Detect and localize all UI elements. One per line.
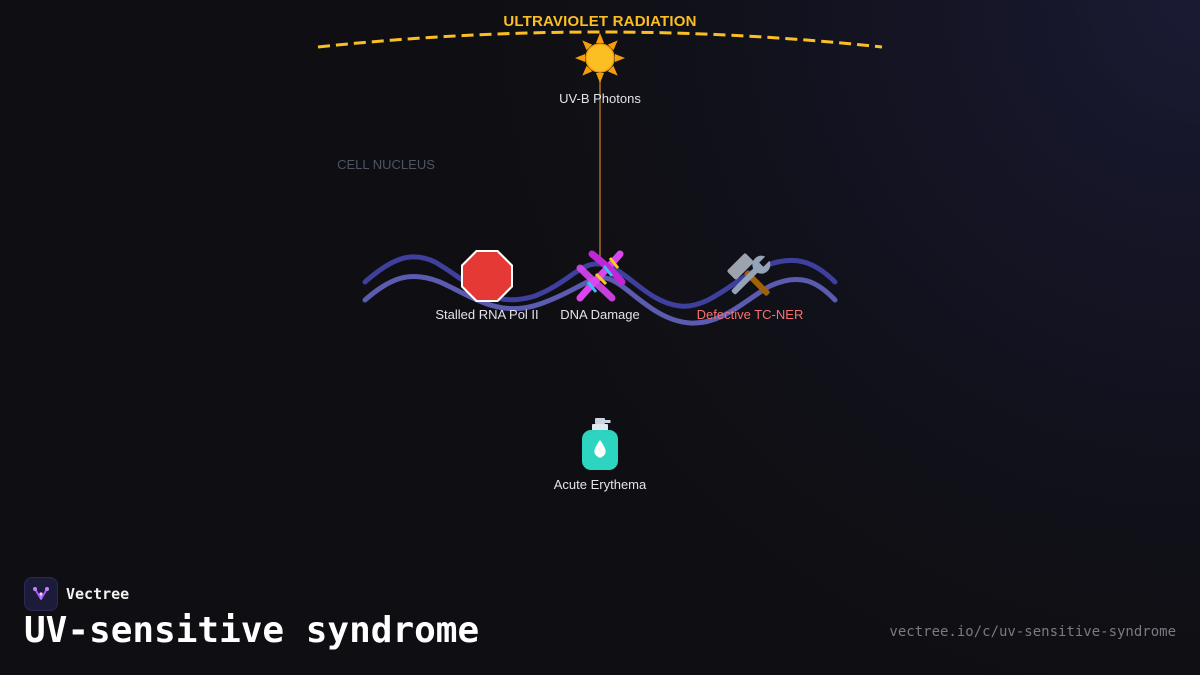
brand: Vectree	[24, 577, 129, 611]
uv-radiation-arc	[317, 30, 883, 49]
dna-icon	[576, 250, 626, 302]
dna-strand-lower	[362, 273, 838, 326]
uv-b-photons-label: UV-B Photons	[559, 91, 641, 106]
dna-damage-label: DNA Damage	[560, 307, 640, 322]
hammer-wrench-icon	[727, 253, 771, 296]
acute-erythema-label: Acute Erythema	[553, 477, 647, 492]
uv-radiation-title: ULTRAVIOLET RADIATION	[503, 13, 697, 30]
vectree-logo-icon	[24, 577, 58, 611]
brand-name: Vectree	[66, 585, 130, 603]
cell-nucleus-label: CELL NUCLEUS	[337, 157, 435, 172]
page-title: UV-sensitive syndrome	[24, 610, 480, 651]
lotion-bottle-icon	[582, 418, 618, 470]
defective-tc-ner-label: Defective TC-NER	[696, 307, 804, 322]
sun-icon	[575, 33, 625, 83]
stop-sign-icon	[461, 250, 513, 302]
stalled-rna-pol-label: Stalled RNA Pol II	[435, 307, 539, 322]
page-url[interactable]: vectree.io/c/uv-sensitive-syndrome	[889, 624, 1176, 640]
